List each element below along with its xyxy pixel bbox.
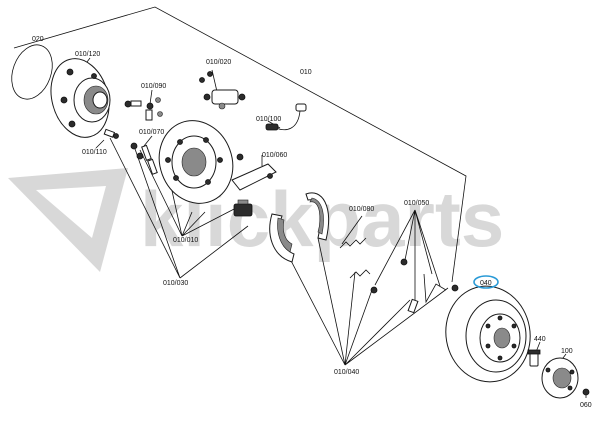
springs-and-pins [349,258,459,314]
fasteners-070 [130,142,158,175]
watermark-logo-icon [8,168,128,272]
label-010-090[interactable]: 010/090 [141,83,166,90]
wheel-stud [527,349,541,367]
label-010-120[interactable]: 010/120 [75,51,100,58]
label-010-080[interactable]: 010/080 [349,206,374,213]
label-440[interactable]: 440 [534,336,546,343]
bolts-090 [124,97,163,121]
label-010-100[interactable]: 010/100 [256,116,281,123]
highlight-ring [473,275,499,289]
spring-clips [231,153,277,191]
label-010-070[interactable]: 010/070 [139,129,164,136]
brake-back-plate [158,120,234,204]
watermark: klickparts [8,168,504,272]
part-labels: 010 020 010/120 010/090 010/020 010/100 … [32,36,592,409]
label-010-020[interactable]: 010/020 [206,59,231,66]
hub-flange [50,58,111,138]
label-010-110[interactable]: 010/110 [82,149,107,156]
adjuster [233,199,253,217]
label-010-050[interactable]: 010/050 [404,200,429,207]
label-010-040[interactable]: 010/040 [334,369,359,376]
label-010-010[interactable]: 010/010 [173,237,198,244]
label-010-030[interactable]: 010/030 [163,280,188,287]
label-010[interactable]: 010 [300,69,312,76]
wheel-cylinder [199,71,246,110]
hub-100 [541,357,579,399]
adjuster-spring [339,237,367,249]
assembly-outline [13,6,467,283]
label-060[interactable]: 060 [580,402,592,409]
o-ring [11,44,53,100]
brake-shoes [269,192,330,263]
sensor-cable [265,103,307,131]
nut-060 [582,388,590,396]
label-040[interactable]: 040 [480,280,492,287]
label-010-060[interactable]: 010/060 [262,152,287,159]
label-100[interactable]: 100 [561,348,573,355]
label-020[interactable]: 020 [32,36,44,43]
bolt-110 [103,128,119,139]
brake-drum [445,285,531,383]
